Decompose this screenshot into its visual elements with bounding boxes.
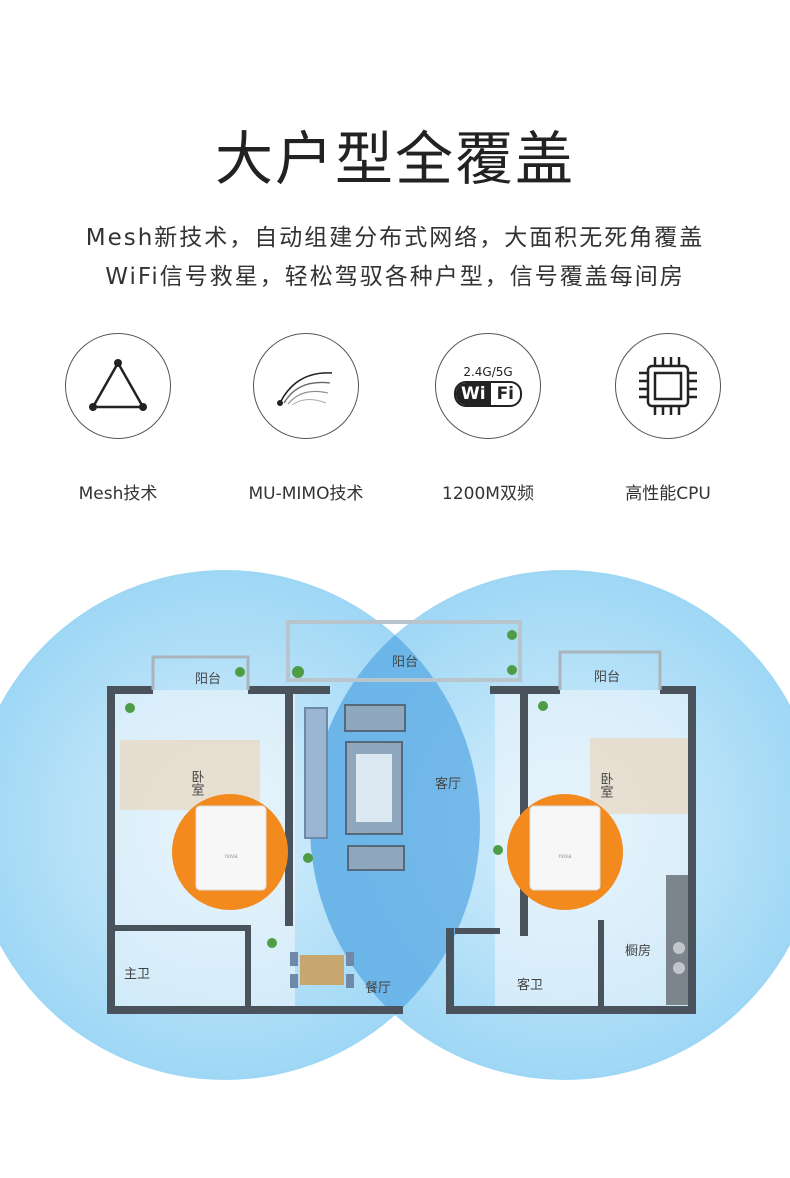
dining-table: [300, 955, 344, 985]
wifi-badge-icon: 2.4G/5G Wi Fi: [453, 365, 523, 407]
room-label-balcony-center: 阳台: [392, 654, 418, 669]
room-label-dining: 餐厅: [365, 980, 391, 995]
triangle-network-icon: [89, 359, 147, 411]
coverage-overlap: [310, 570, 480, 1080]
router-left-brand: nova: [224, 854, 238, 860]
feature-dualband: 2.4G/5G Wi Fi 1200M双频: [433, 333, 543, 504]
room-label-master-bath: 主卫: [124, 966, 150, 981]
wifi-badge-band: 2.4G/5G: [463, 365, 513, 379]
bed-right: [590, 738, 690, 814]
armchair-top: [344, 704, 406, 732]
router-right-brand: nova: [558, 854, 572, 860]
feature-cpu-circle: [615, 333, 721, 439]
room-label-kitchen: 橱房: [625, 943, 651, 958]
wifi-badge-fi: Fi: [496, 384, 515, 404]
subtitle-line-2: WiFi信号救星，轻松驾驭各种户型，信号覆盖每间房: [105, 264, 685, 290]
signal-arcs-icon: [277, 372, 333, 406]
wifi-badge-wi: Wi: [455, 383, 491, 405]
feature-mesh-circle: [65, 333, 171, 439]
sofa-left: [304, 707, 328, 839]
feature-mesh-label: Mesh技术: [78, 484, 158, 504]
subtitle-line-1: Mesh新技术，自动组建分布式网络，大面积无死角覆盖: [85, 225, 705, 251]
feature-dualband-label: 1200M双频: [442, 484, 534, 504]
armchair-bottom: [347, 845, 405, 871]
room-label-bedroom-right: 卧室: [599, 772, 614, 798]
page-title: 大户型全覆盖: [214, 125, 575, 193]
feature-dualband-circle: 2.4G/5G Wi Fi: [435, 333, 541, 439]
router-right: nova: [507, 794, 623, 910]
room-label-balcony-left: 阳台: [195, 671, 221, 686]
feature-mumimo-label: MU-MIMO技术: [248, 484, 364, 504]
room-label-guest-bath: 客卫: [517, 977, 543, 992]
room-label-bedroom-left: 卧室: [190, 770, 205, 796]
coverage-floorplan: 阳台 阳台 阳台 客厅 主卫 餐厅 客卫 橱房 卧室 卧室 nova nova: [0, 570, 790, 1080]
kitchen-counter: [666, 875, 692, 1005]
feature-cpu-label: 高性能CPU: [625, 484, 711, 504]
feature-mumimo-circle: [253, 333, 359, 439]
feature-mumimo: MU-MIMO技术: [249, 333, 363, 504]
feature-mesh: Mesh技术: [63, 333, 173, 504]
cpu-chip-icon: [639, 357, 697, 415]
router-left: nova: [172, 794, 288, 910]
room-label-balcony-right: 阳台: [594, 669, 620, 684]
feature-cpu: 高性能CPU: [613, 333, 723, 504]
room-label-living: 客厅: [435, 776, 461, 791]
